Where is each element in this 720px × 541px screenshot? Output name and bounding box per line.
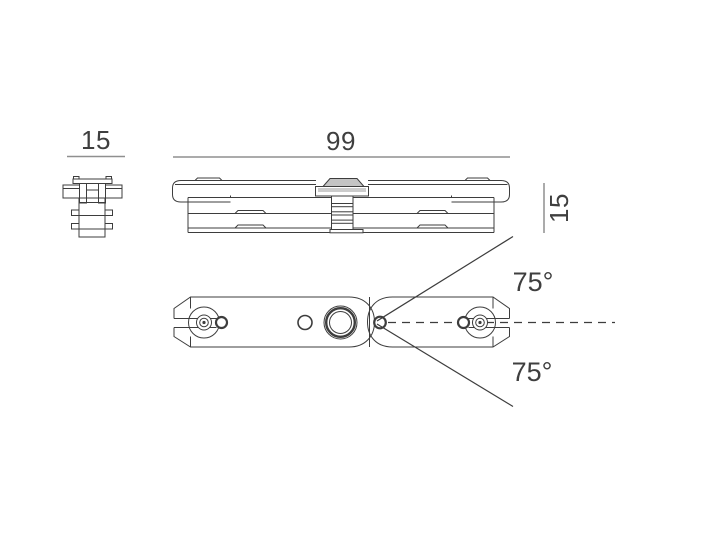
end-view-post-left [79, 183, 87, 204]
plan-angle-ray-lower [376, 323, 514, 408]
elevation-view [172, 177, 510, 234]
elev-cap-right [451, 180, 510, 203]
dimension-end-view-width: 15 [67, 125, 125, 158]
elev-center-plate-shade [318, 188, 366, 192]
dim-label-99: 99 [326, 126, 356, 156]
plan-pivot-small-hole [373, 315, 387, 330]
plan-view [173, 235, 615, 408]
end-view-top-bar [72, 178, 113, 184]
elev-ladder-base [329, 229, 364, 234]
dim-label-15-left: 15 [81, 125, 111, 155]
angle-label-upper: 75° [513, 267, 554, 297]
end-view-tab-r1 [104, 209, 113, 216]
end-view [62, 176, 123, 238]
end-view-post-right [98, 183, 106, 204]
elev-tab-left-2 [233, 224, 268, 229]
plan-angle-ray-upper [376, 235, 514, 322]
dimension-body-height: 15 [543, 183, 574, 233]
plan-right-arm-outline [366, 296, 510, 348]
end-view-tab-r2 [104, 223, 113, 230]
elev-tab-right-1 [415, 210, 450, 214]
elev-ladder-rung-2 [331, 211, 354, 216]
elev-cap-left [172, 180, 231, 203]
end-view-tab-l2 [71, 223, 80, 230]
angle-label-lower: 75° [512, 357, 553, 387]
elev-tab-right-2 [415, 224, 450, 229]
elev-center-bump [321, 178, 366, 187]
plan-right-pivot-dot [478, 320, 482, 325]
plan-middle-hole [297, 314, 313, 331]
end-view-wing-right [105, 184, 123, 199]
dim-label-15-right: 15 [544, 193, 574, 223]
plan-left-pivot-inner [199, 317, 209, 328]
plan-right-small-hole [456, 315, 471, 330]
plan-big-hole-inner [329, 311, 352, 334]
dimension-body-length: 99 [173, 126, 510, 158]
elev-top-tab-right [463, 177, 492, 181]
plan-big-hole-ring [325, 307, 357, 339]
end-view-wing-left [62, 184, 80, 199]
end-view-tab-l1 [71, 209, 80, 216]
elev-ladder-rung-3 [331, 219, 354, 224]
end-view-body [78, 197, 106, 238]
elev-ladder-rung-1 [331, 203, 354, 208]
plan-big-hole-outer [323, 305, 358, 340]
elev-top-tab-left [193, 177, 224, 181]
plan-left-small-hole [214, 315, 229, 330]
elev-tab-left-1 [233, 210, 268, 214]
plan-left-pivot-dot [202, 320, 206, 325]
plan-right-pivot-inner [475, 317, 485, 328]
